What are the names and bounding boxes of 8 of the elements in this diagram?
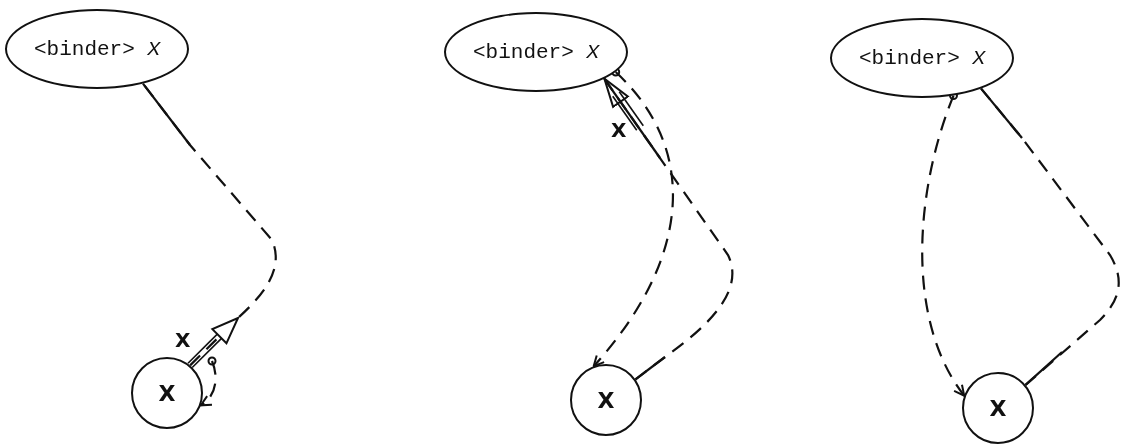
variable-circle: X	[570, 364, 642, 436]
edge-label: X	[610, 120, 628, 140]
variable-circle: X	[131, 357, 203, 429]
binder-ellipse: <binder> X	[5, 9, 189, 89]
binder-ellipse: <binder> X	[444, 12, 628, 92]
edge-label: X	[174, 330, 192, 350]
binder-ellipse: <binder> X	[830, 18, 1014, 98]
variable-circle: X	[962, 372, 1034, 444]
